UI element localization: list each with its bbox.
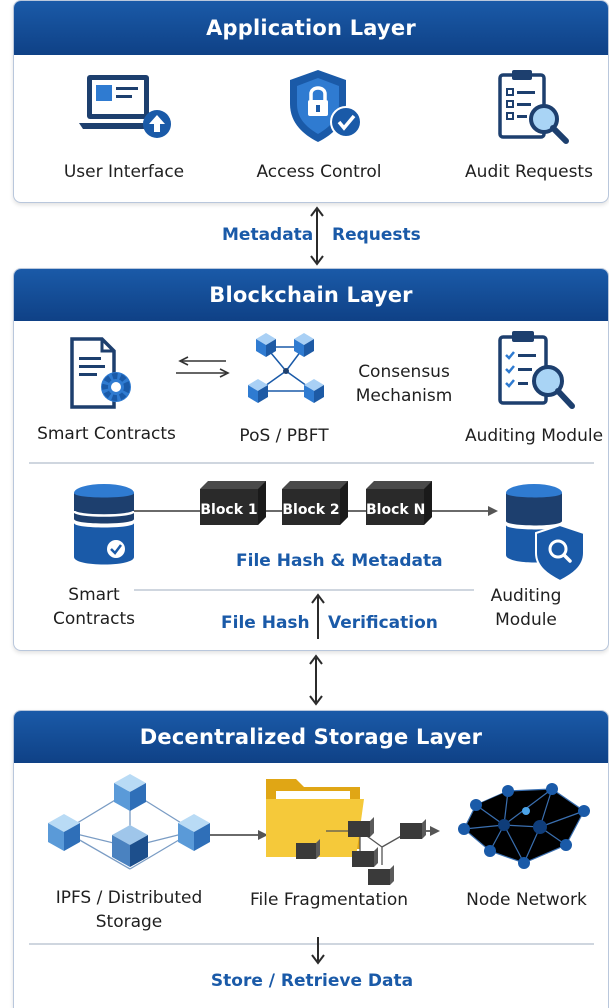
store-retrieve-label: Store / Retrieve Data	[210, 971, 414, 991]
ipfs-storage-line1: IPFS / Distributed	[55, 888, 203, 908]
pos-pbft-label: PoS / PBFT	[239, 426, 329, 446]
verification-label: Verification	[328, 613, 438, 633]
node-network-label: Node Network	[466, 890, 587, 910]
blockchain-layer-title: Blockchain Layer	[14, 269, 608, 321]
block-1	[200, 481, 266, 525]
verification-divider	[134, 589, 474, 591]
chain-storage-arrow-icon	[309, 654, 323, 706]
storage-layer-title: Decentralized Storage Layer	[14, 711, 608, 763]
block-2-label: Block 2	[282, 502, 340, 518]
smart-contracts-bottom-line1: Smart	[68, 585, 120, 605]
auditing-module-top-label: Auditing Module	[464, 426, 604, 446]
smart-contract-gear-icon	[70, 337, 131, 409]
audit-requests-label: Audit Requests	[465, 162, 593, 182]
metadata-link-label: Metadata	[222, 225, 314, 245]
file-fragmentation-icon	[266, 779, 440, 885]
application-layer-title: Application Layer	[14, 1, 608, 55]
smart-contracts-bottom-line2: Contracts	[53, 609, 135, 629]
file-fragmentation-label: File Fragmentation	[249, 890, 409, 910]
shield-lock-icon	[290, 70, 362, 142]
auditing-module-bottom-line1: Auditing	[490, 586, 562, 606]
access-control-label: Access Control	[256, 162, 382, 182]
block-n	[366, 481, 432, 525]
auditing-clipboard-icon	[498, 331, 575, 409]
block-2	[282, 481, 348, 525]
blockchain-layer-panel: Blockchain Layer Smart Contracts	[13, 268, 609, 651]
bidirectional-arrow-icon	[310, 206, 324, 266]
storage-layer-panel: Decentralized Storage Layer IPFS / Distr…	[13, 710, 609, 1008]
ipfs-storage-line2: Storage	[95, 912, 163, 932]
storage-divider	[29, 943, 594, 945]
consensus-mechanism-line2: Mechanism	[355, 386, 453, 406]
cube-network-icon	[248, 333, 324, 403]
application-layer-panel: Application Layer User Interface Access …	[13, 0, 609, 203]
smart-contracts-top-label: Smart Contracts	[37, 424, 176, 444]
blockchain-divider	[29, 462, 594, 464]
laptop-upload-icon	[79, 75, 171, 138]
requests-link-label: Requests	[332, 225, 421, 245]
ipfs-network-icon	[48, 774, 268, 870]
file-hash-metadata-label: File Hash & Metadata	[236, 551, 443, 571]
block-1-label: Block 1	[200, 502, 258, 518]
auditing-database-shield-icon	[506, 484, 585, 583]
block-n-label: Block N	[366, 502, 426, 518]
node-network-icon	[458, 783, 590, 869]
verification-up-arrow-icon	[311, 593, 325, 639]
auditing-module-bottom-line2: Module	[495, 610, 557, 630]
store-down-arrow-icon	[311, 937, 325, 965]
consensus-mechanism-line1: Consensus	[358, 362, 450, 382]
database-check-icon	[72, 484, 136, 565]
file-hash-label: File Hash	[221, 613, 310, 633]
exchange-arrows-icon	[176, 356, 230, 378]
user-interface-label: User Interface	[63, 162, 185, 182]
clipboard-search-icon	[498, 70, 569, 144]
